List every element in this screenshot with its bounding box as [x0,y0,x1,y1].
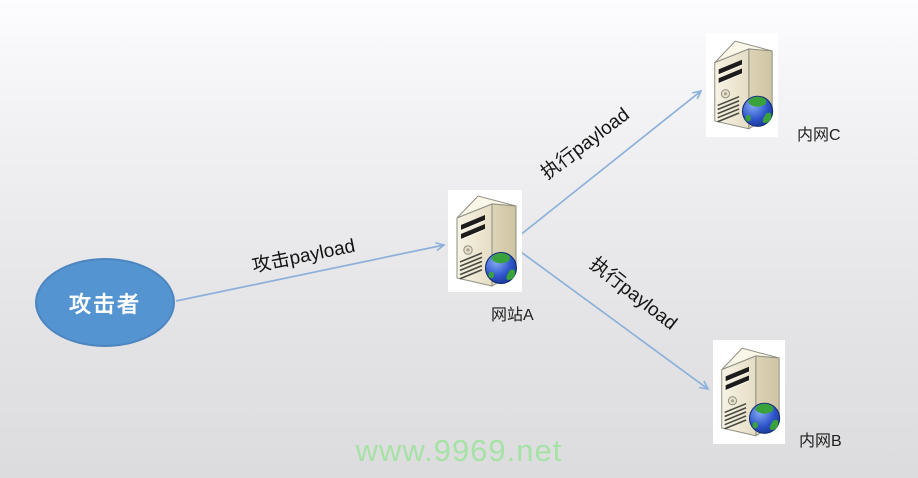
edge-exec-payload-b-line [520,251,710,391]
node-label-site-a: 网站A [491,307,534,324]
server-node-intranet-b [713,340,785,444]
server-icon [720,347,781,437]
edge-exec-payload-c-line [518,89,703,237]
node-label-intranet-c: 内网C [797,127,841,144]
server-icon [713,40,774,130]
server-node-intranet-c [706,33,778,137]
server-icon [456,195,518,287]
watermark: www.9969.net [355,433,563,468]
server-node-site-a [448,190,522,292]
node-label-intranet-b: 内网B [799,433,842,450]
attacker-ellipse: 攻击者 [35,258,175,347]
attacker-label: 攻击者 [68,291,141,317]
edge-attack-payload-line [175,241,446,302]
